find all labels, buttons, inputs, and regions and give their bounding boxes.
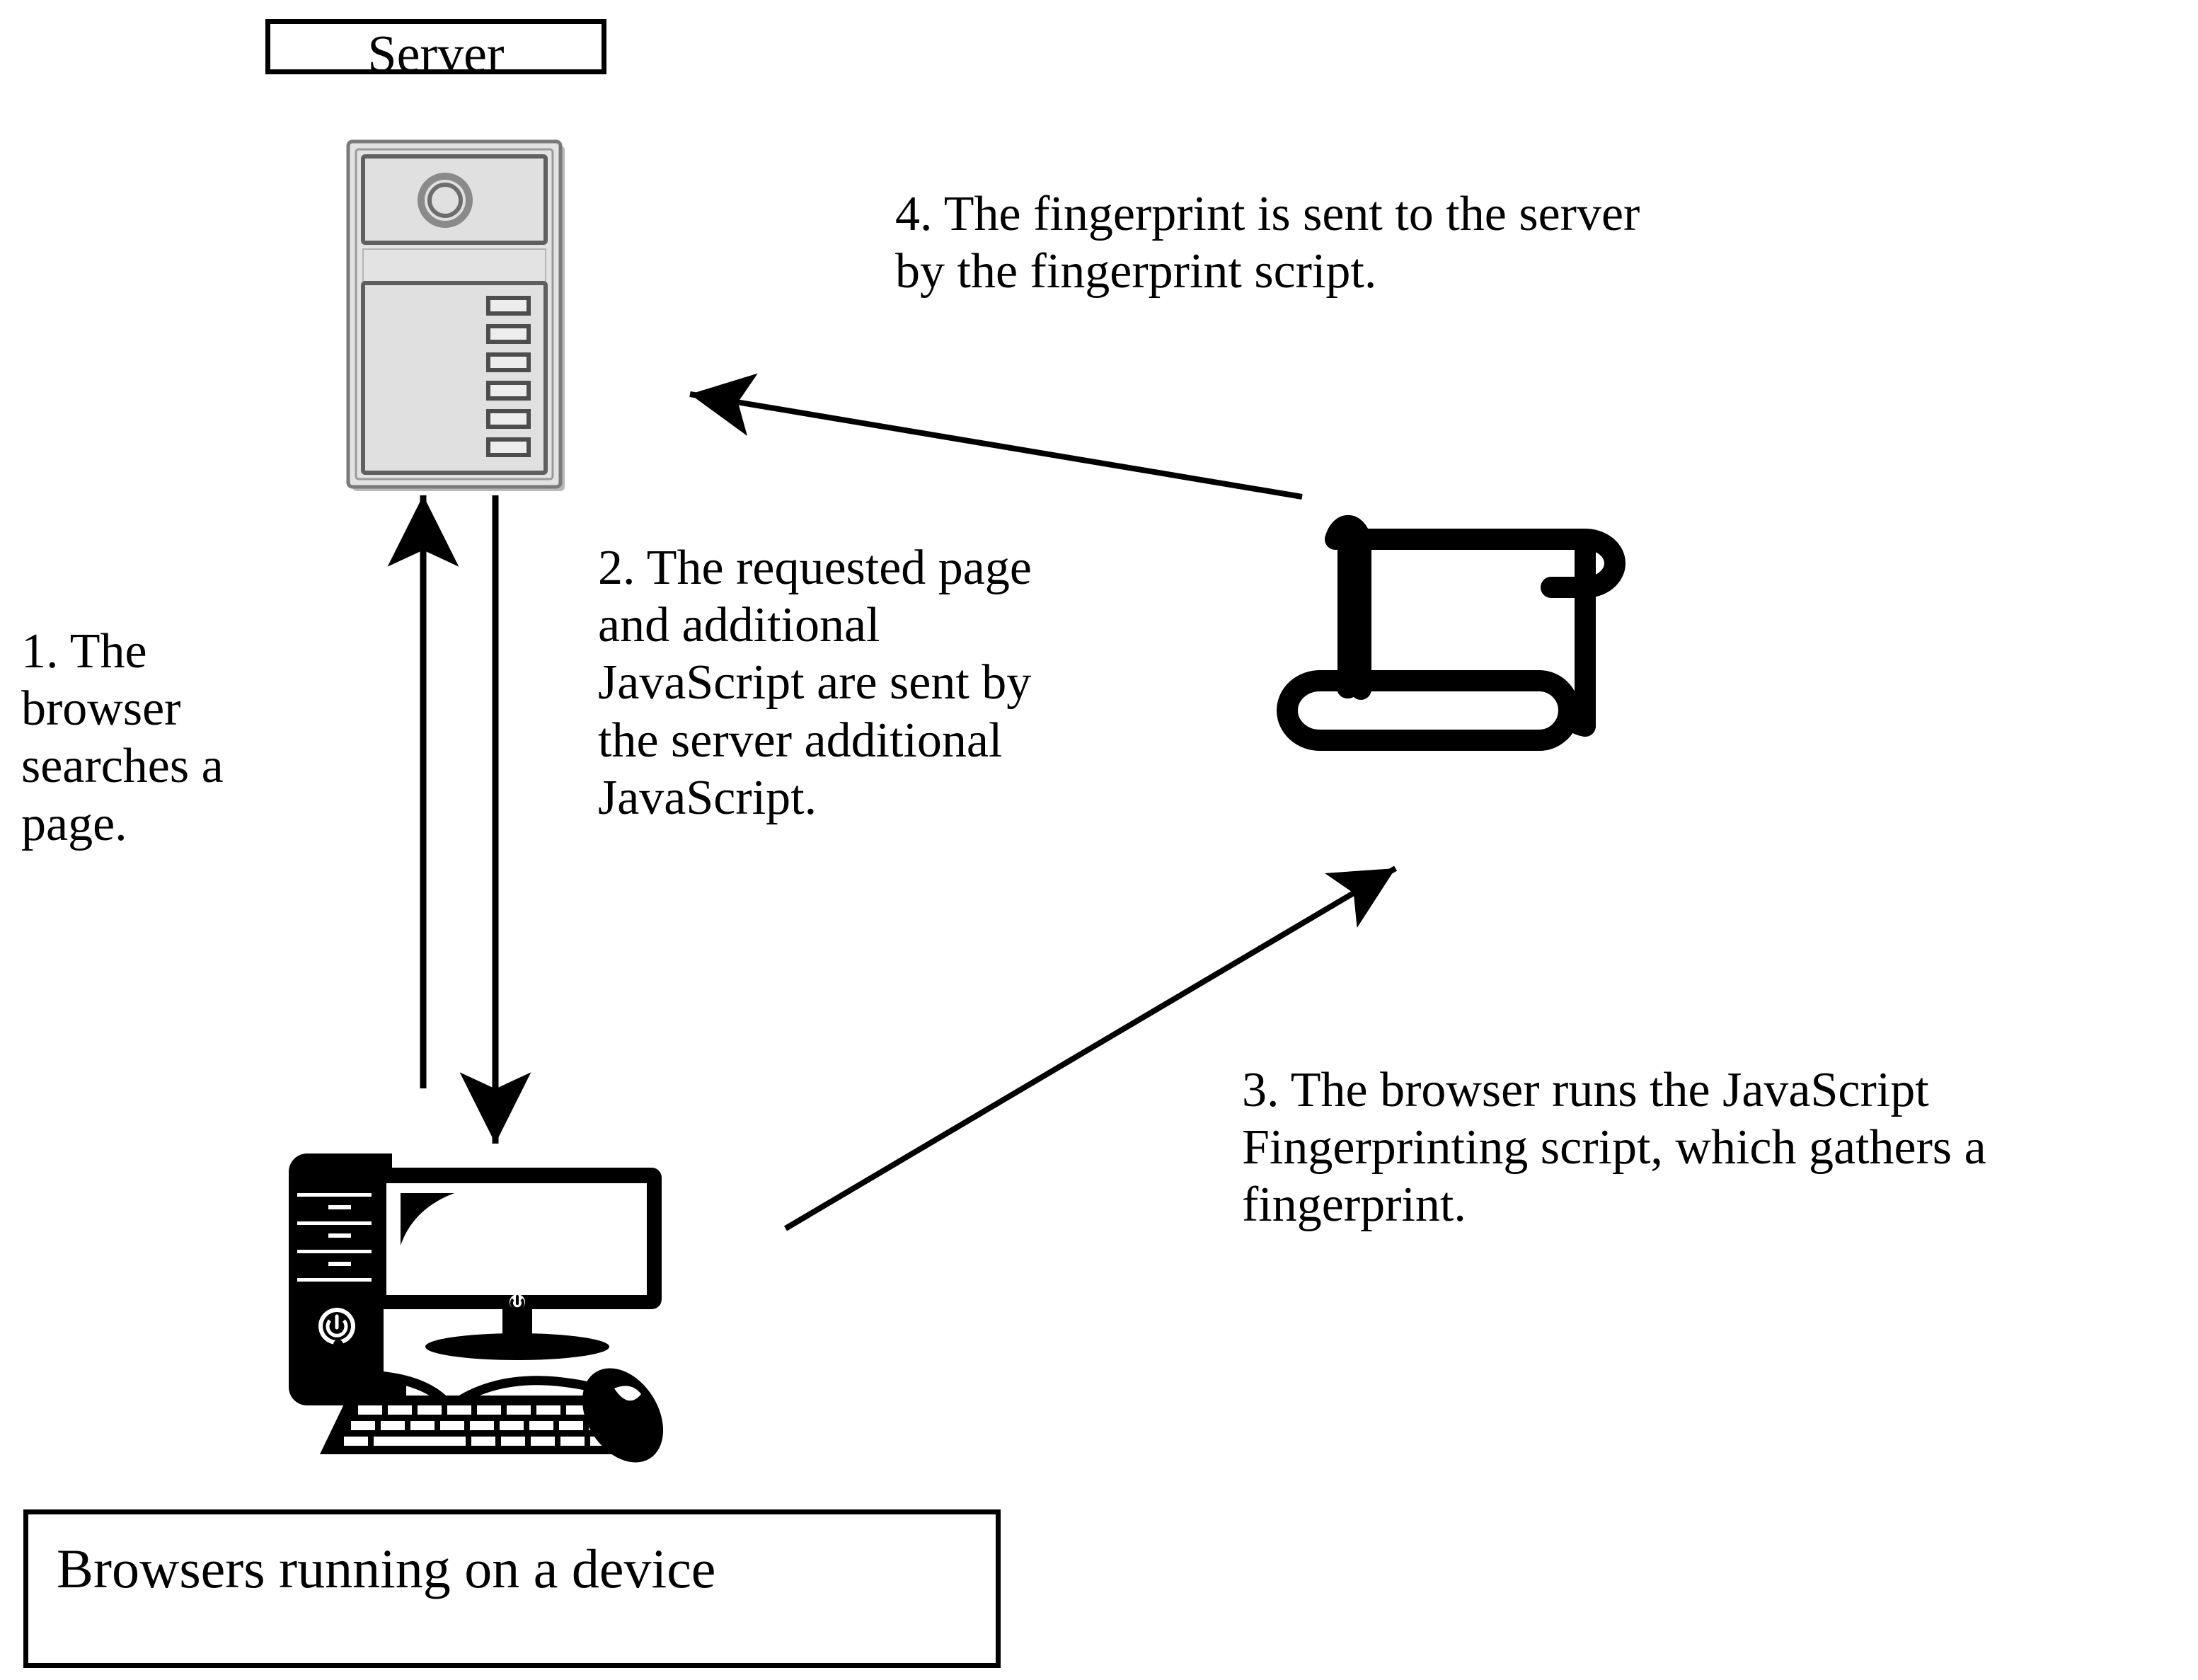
arrow-script-to-server xyxy=(689,373,1303,500)
device-label-text: Browsers running on a device xyxy=(57,1538,716,1599)
device-label-box: Browsers running on a device xyxy=(23,1509,1001,1668)
server-label-box: Server xyxy=(265,19,606,81)
server-label-text: Server xyxy=(367,25,505,84)
script-scroll-icon xyxy=(1277,514,1626,751)
step-4-text: 4. The fingerprint is sent to the server… xyxy=(895,187,1640,299)
desktop-computer-icon xyxy=(289,1153,664,1463)
server-drive-slots xyxy=(486,296,531,457)
step-1-text: 1. The browser searches a page. xyxy=(21,624,224,851)
step-2-text: 2. The requested page and additional Jav… xyxy=(598,541,1032,825)
server-tower-icon xyxy=(346,139,565,491)
step-3-text: 3. The browser runs the JavaScript Finge… xyxy=(1242,1063,1986,1233)
